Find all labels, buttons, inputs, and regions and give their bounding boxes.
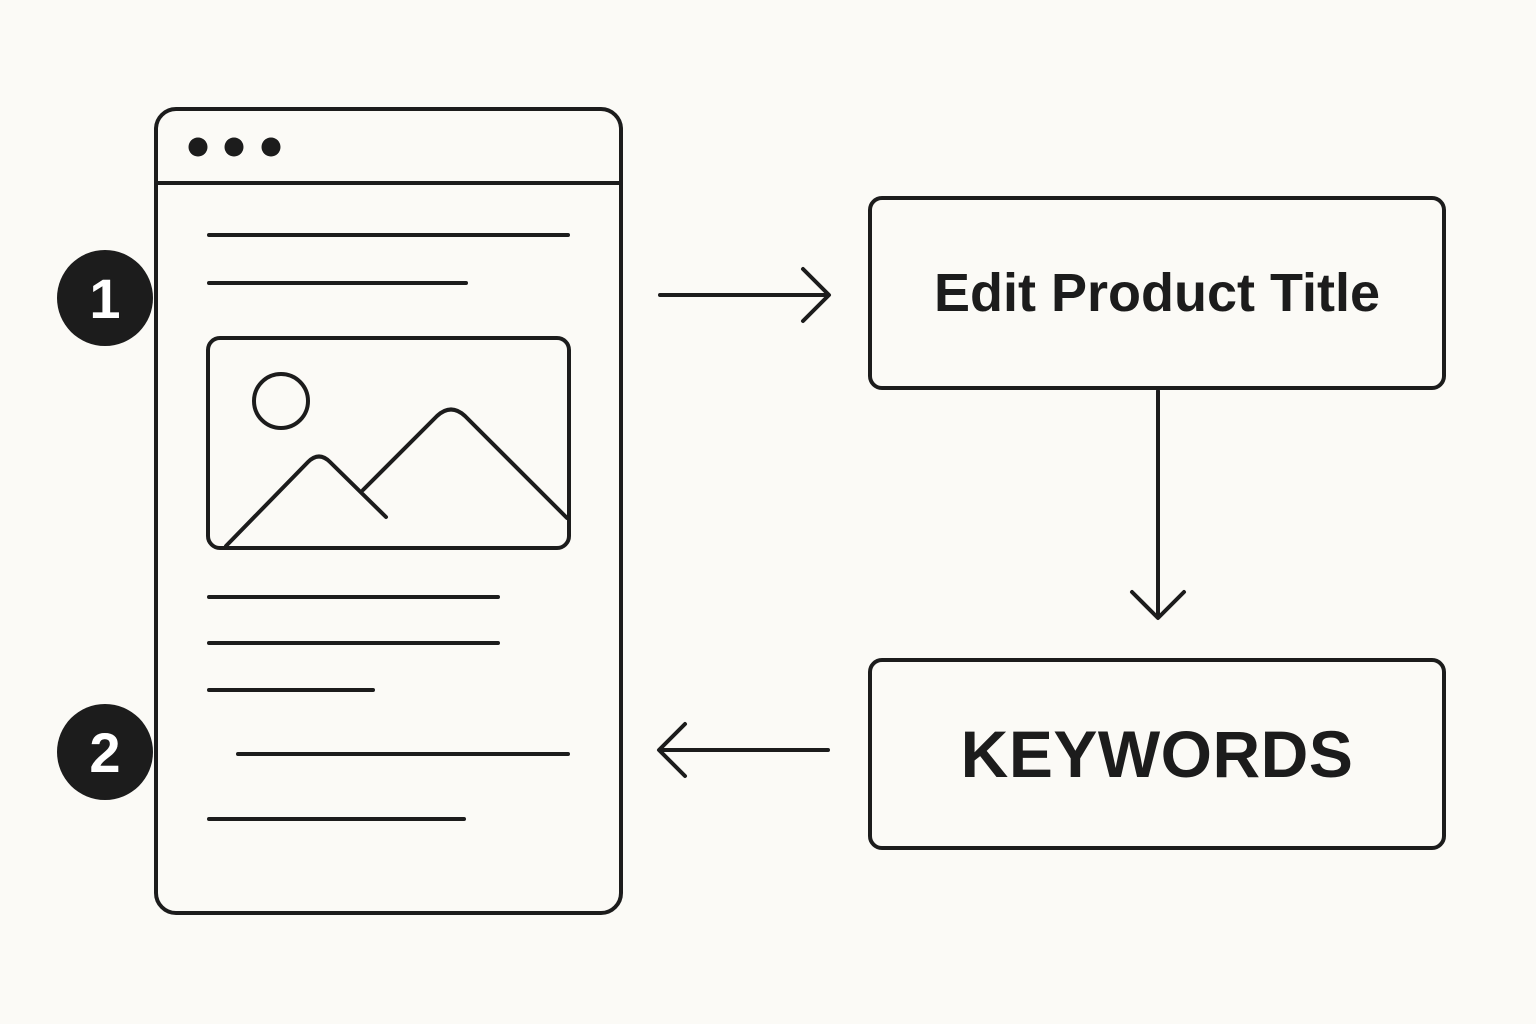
- step-badge-2-number: 2: [89, 720, 121, 784]
- image-placeholder: [206, 336, 571, 550]
- step-badge-2: 2: [57, 704, 153, 800]
- edit-product-title-label: Edit Product Title: [933, 263, 1381, 323]
- page-frame: [154, 107, 623, 915]
- window-dot-3: [261, 137, 281, 157]
- arrows: [657, 267, 1186, 778]
- arrow-right-head: [801, 267, 831, 323]
- step-badge-1-number: 1: [89, 266, 121, 330]
- arrow-left-head: [657, 722, 687, 778]
- mountain-icon-right: [361, 407, 569, 520]
- arrow-down-head: [1130, 590, 1186, 620]
- keywords-box: KEYWORDS: [868, 658, 1446, 850]
- window-dots: [188, 137, 281, 157]
- window-dot-2: [224, 137, 244, 157]
- edit-product-title-box: Edit Product Title: [868, 196, 1446, 390]
- sun-icon: [252, 372, 310, 430]
- mountain-icon-left: [224, 454, 388, 548]
- window-dot-1: [188, 137, 208, 157]
- page-mockup: [154, 107, 623, 915]
- keywords-label: KEYWORDS: [960, 717, 1354, 791]
- step-badge-1: 1: [57, 250, 153, 346]
